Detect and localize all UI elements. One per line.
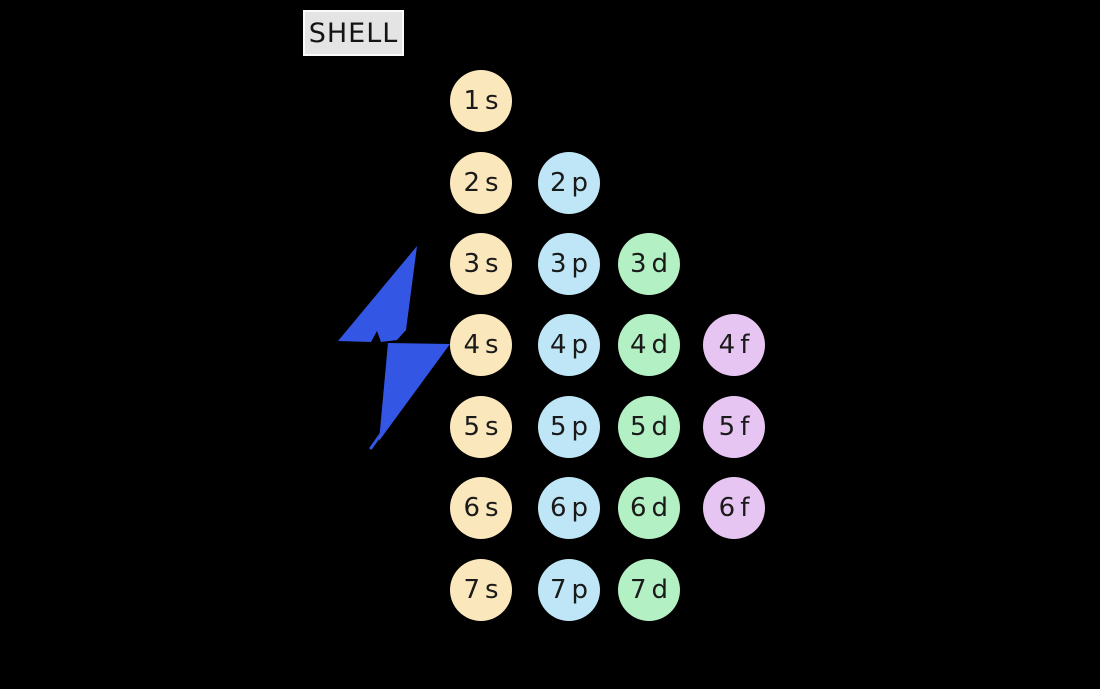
orbital-letter: s bbox=[485, 168, 499, 198]
orbital-number: 3 bbox=[549, 249, 567, 279]
orbital-letter: p bbox=[571, 575, 589, 605]
orbital-number: 3 bbox=[629, 249, 647, 279]
orbital-letter: p bbox=[571, 330, 589, 360]
orbital-number: 5 bbox=[463, 412, 480, 442]
orbital-number: 5 bbox=[549, 412, 567, 442]
orbital-letter: s bbox=[485, 330, 499, 360]
shell-label: SHELL bbox=[303, 10, 404, 56]
orbital-letter: s bbox=[485, 493, 499, 523]
orbital-letter: d bbox=[651, 249, 669, 279]
orbital-number: 7 bbox=[629, 575, 647, 605]
orbital-number: 3 bbox=[463, 249, 480, 279]
orbital-letter: s bbox=[485, 575, 499, 605]
orbital-number: 2 bbox=[549, 168, 567, 198]
lightning-bolt-lower-triangle bbox=[379, 343, 450, 441]
orbital-number: 6 bbox=[629, 493, 647, 523]
orbital-number: 6 bbox=[718, 493, 736, 523]
orbital-number: 5 bbox=[718, 412, 736, 442]
orbital-number: 4 bbox=[463, 330, 480, 360]
orbital-number: 4 bbox=[629, 330, 647, 360]
orbital-number: 4 bbox=[549, 330, 567, 360]
orbital-number: 5 bbox=[629, 412, 647, 442]
orbital-number: 6 bbox=[549, 493, 567, 523]
orbital-number: 1 bbox=[463, 86, 480, 116]
orbital-letter: d bbox=[651, 493, 669, 523]
orbital-letter: p bbox=[571, 168, 589, 198]
orbital-letter: f bbox=[740, 493, 750, 523]
orbital-letter: f bbox=[740, 412, 750, 442]
orbital-number: 7 bbox=[549, 575, 567, 605]
orbital-letter: s bbox=[485, 249, 499, 279]
orbital-letter: f bbox=[740, 330, 750, 360]
orbital-letter: d bbox=[651, 575, 669, 605]
orbital-letter: p bbox=[571, 493, 589, 523]
orbital-letter: s bbox=[485, 412, 499, 442]
orbital-number: 4 bbox=[718, 330, 736, 360]
orbital-letter: d bbox=[651, 412, 669, 442]
orbital-letter: s bbox=[485, 86, 499, 116]
lightning-bolt-tail-stroke bbox=[369, 429, 385, 450]
orbital-number: 2 bbox=[463, 168, 480, 198]
orbital-number: 6 bbox=[463, 493, 480, 523]
orbital-letter: d bbox=[651, 330, 669, 360]
orbital-letter: p bbox=[571, 412, 589, 442]
orbital-number: 7 bbox=[463, 575, 480, 605]
lightning-bolt-upper-triangle bbox=[338, 246, 417, 342]
orbital-letter: p bbox=[571, 249, 589, 279]
